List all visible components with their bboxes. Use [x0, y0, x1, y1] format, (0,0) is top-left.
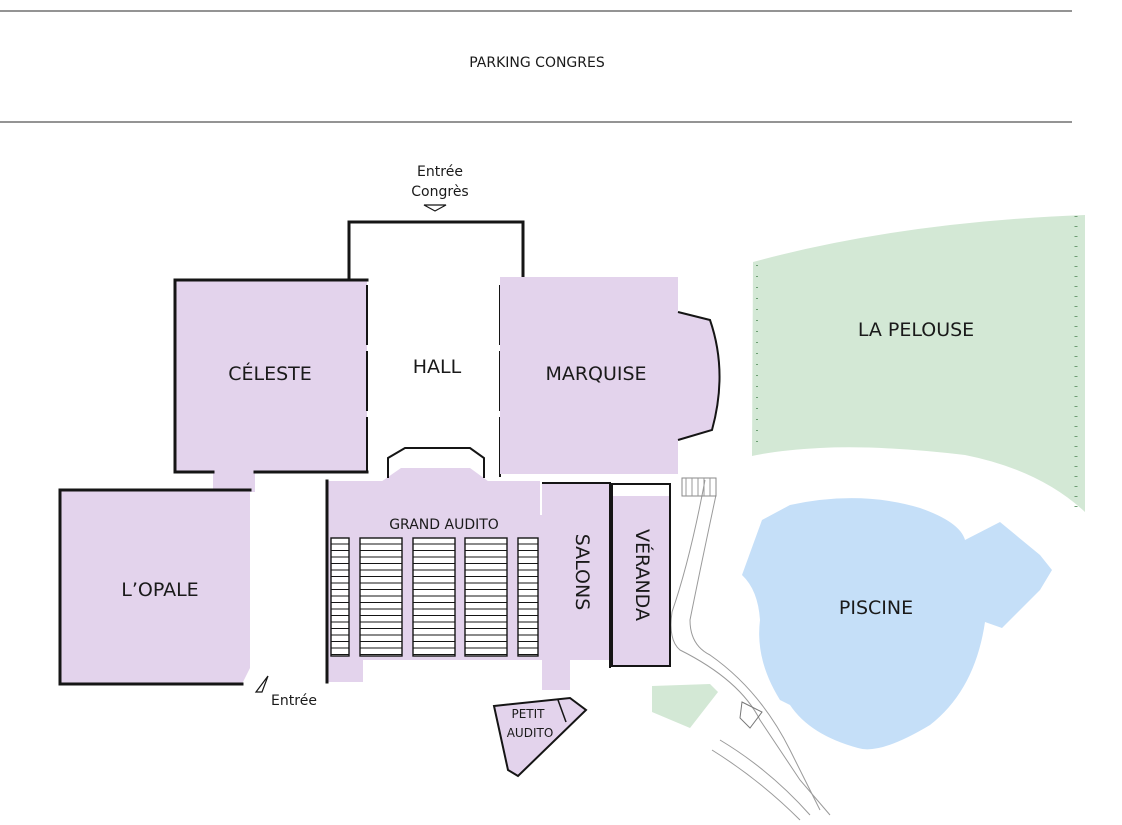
lawn-shape[interactable]: [752, 215, 1085, 512]
main-entrance-label-2: Congrès: [411, 184, 468, 200]
room-petit-audito[interactable]: PETIT AUDITO: [492, 696, 588, 778]
opale-shape[interactable]: [60, 490, 250, 684]
main-entrance[interactable]: Entrée Congrès: [411, 164, 469, 212]
walkway-curve-3: [719, 739, 811, 816]
seating-blocks: [330, 537, 539, 657]
marquise-label: MARQUISE: [545, 363, 646, 385]
petit-audito-label-1: PETIT: [511, 707, 545, 721]
stairs-icon: [681, 477, 717, 497]
petit-audito-walls: [492, 696, 588, 778]
lawn-area[interactable]: LA PELOUSE: [752, 215, 1085, 512]
celeste-walls: [173, 278, 369, 474]
seat-block: [412, 537, 456, 657]
garden-patch: [652, 684, 718, 728]
parking-area: PARKING CONGRES: [0, 10, 1072, 123]
main-entrance-label-1: Entrée: [417, 164, 463, 180]
lawn-label: LA PELOUSE: [858, 319, 974, 341]
room-veranda[interactable]: VÉRANDA: [611, 483, 671, 667]
room-marquise[interactable]: MARQUISE: [500, 277, 721, 474]
room-opale[interactable]: L’OPALE: [58, 488, 252, 686]
hall-walls-top: [347, 220, 525, 278]
celeste-label: CÉLESTE: [228, 362, 312, 385]
opale-label: L’OPALE: [121, 579, 198, 601]
salons-shape[interactable]: [542, 483, 610, 690]
walkway-curve-1: [670, 479, 831, 816]
opale-walls: [58, 488, 252, 686]
stage-shape: [378, 468, 492, 508]
room-grand-audito[interactable]: GRAND AUDITO: [325, 447, 546, 684]
side-entrance-label: Entrée: [271, 693, 317, 709]
parking-label: PARKING CONGRES: [469, 55, 605, 71]
stage-backwall: [387, 447, 485, 478]
walkway-curve-4: [711, 749, 801, 821]
salons-walls: [542, 482, 611, 668]
entrance-arrow-icon: [423, 204, 447, 212]
seat-block: [359, 537, 403, 657]
seat-block: [464, 537, 508, 657]
celeste-shape[interactable]: [175, 280, 367, 492]
pool-shape[interactable]: [742, 498, 1052, 750]
seat-block: [517, 537, 539, 657]
room-hall[interactable]: HALL: [347, 220, 525, 478]
room-celeste[interactable]: CÉLESTE: [173, 278, 369, 492]
marquise-shape[interactable]: [500, 277, 720, 474]
veranda-walls: [611, 483, 671, 667]
walkway: [670, 477, 831, 821]
petit-audito-label-2: AUDITO: [507, 726, 554, 740]
room-salons[interactable]: SALONS: [542, 482, 611, 690]
marquise-bay-wall: [677, 311, 721, 441]
grand-audito-label: GRAND AUDITO: [389, 517, 499, 533]
pool-label: PISCINE: [839, 597, 913, 619]
seat-block: [330, 537, 350, 657]
salons-label: SALONS: [571, 534, 593, 611]
veranda-shape[interactable]: [612, 496, 670, 666]
pool-area[interactable]: PISCINE: [742, 498, 1052, 750]
walkway-curve-2: [689, 494, 821, 811]
side-entrance-arrow-icon: [254, 675, 269, 693]
hall-label: HALL: [413, 356, 462, 378]
veranda-label: VÉRANDA: [631, 529, 654, 621]
petit-audito-divider: [557, 699, 567, 723]
steps-icon: [739, 701, 763, 729]
petit-audito-shape[interactable]: [494, 698, 586, 776]
side-entrance[interactable]: Entrée: [254, 675, 317, 709]
